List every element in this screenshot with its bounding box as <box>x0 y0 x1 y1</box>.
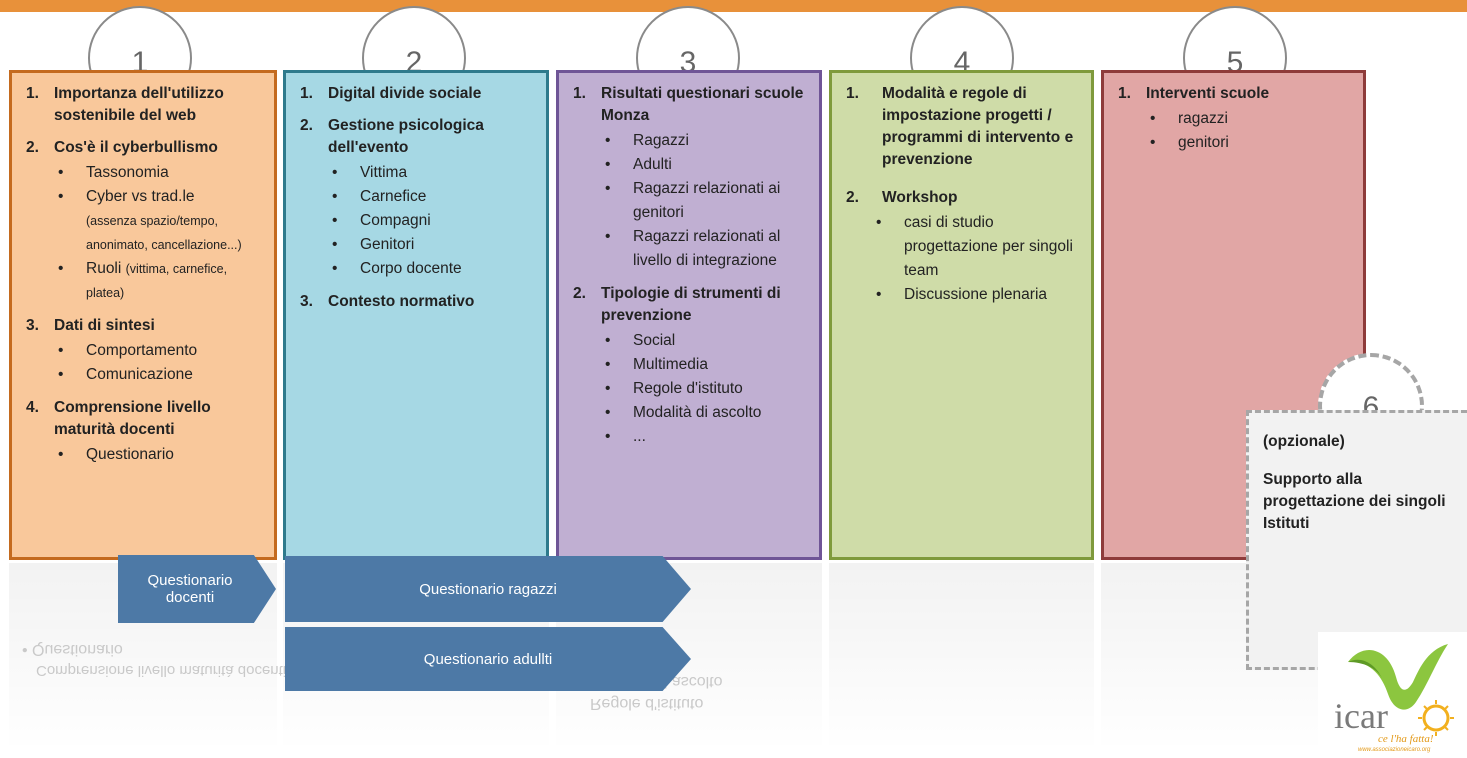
list-item: •Carnefice <box>332 188 427 205</box>
list-item: •Genitori <box>332 236 415 253</box>
list-item: •... <box>605 428 646 445</box>
section-heading: 3.Dati di sintesi <box>26 317 155 334</box>
list-item: •Regole d'istituto <box>605 380 743 397</box>
optional-box: (opzionale) Supporto alla progettazione … <box>1246 410 1467 670</box>
list-item: •Compagni <box>332 212 431 229</box>
list-item: •Adulti <box>605 156 672 173</box>
list-item: •Comportamento <box>58 342 198 359</box>
column-1-box: 1.Importanza dell'utilizzo sostenibile d… <box>9 70 277 560</box>
list-item: •Tassonomia <box>58 164 169 181</box>
icaro-logo-graphic: icar ce l'ha fatta! www.associazioneicar… <box>1334 644 1454 753</box>
section-heading: 1.Interventi scuole <box>1118 85 1270 102</box>
bullet-list: •Ragazzi •Adulti •Ragazzi relazionati ai… <box>603 129 809 273</box>
section-heading: 2.Tipologie di strumenti di prevenzione <box>573 285 781 324</box>
list-item: •Ragazzi <box>605 132 689 149</box>
section-heading: 3.Contesto normativo <box>300 293 475 310</box>
arrow-questionario-docenti: Questionario docenti <box>118 555 276 623</box>
list-item: •Ragazzi relazionati ai genitori <box>605 180 781 221</box>
column-4-box: 1.Modalità e regole di impostazione prog… <box>829 70 1094 560</box>
item-note: (vittima, carnefice, platea) <box>86 262 228 300</box>
optional-label: (opzionale) <box>1263 433 1345 450</box>
section-heading: 1.Modalità e regole di impostazione prog… <box>846 85 1074 168</box>
list-item: •ragazzi <box>1150 110 1228 127</box>
section-heading: 1.Digital divide sociale <box>300 85 482 102</box>
icaro-logo: icar ce l'ha fatta! www.associazioneicar… <box>1318 632 1467 753</box>
list-item: •Comunicazione <box>58 366 193 383</box>
column-2-box: 1.Digital divide sociale 2.Gestione psic… <box>283 70 549 560</box>
bullet-list: •casi di studio progettazione per singol… <box>874 211 1081 307</box>
section-heading: 2.Gestione psicologica dell'evento <box>300 117 484 156</box>
bullet-list: •Comportamento •Comunicazione <box>56 339 264 387</box>
list-item: •genitori <box>1150 134 1229 151</box>
logo-url: www.associazioneicaro.org <box>1358 747 1431 753</box>
top-accent-bar <box>0 0 1467 12</box>
optional-text: Supporto alla progettazione dei singoli … <box>1263 471 1446 532</box>
logo-tagline: ce l'ha fatta! <box>1378 733 1434 745</box>
arrow-questionario-ragazzi: Questionario ragazzi <box>285 556 691 622</box>
arrow-questionario-adulti: Questionario adullti <box>285 627 691 691</box>
list-item: •Vittima <box>332 164 408 181</box>
bullet-list: •ragazzi •genitori <box>1148 107 1353 155</box>
list-item: •Modalità di ascolto <box>605 404 762 421</box>
bullet-list: •Questionario <box>56 443 264 467</box>
list-item: •Questionario <box>58 446 174 463</box>
reflected-text: Regole d'istituto <box>590 695 704 712</box>
section-heading: 2.Cos'è il cyberbullismo <box>26 139 218 156</box>
section-heading: 4.Comprensione livello maturità docenti <box>26 399 211 438</box>
section-heading: 2.Workshop <box>846 189 958 206</box>
bullet-list: •Tassonomia •Cyber vs trad.le(assenza sp… <box>56 161 264 305</box>
list-item: •Cyber vs trad.le(assenza spazio/tempo, … <box>58 188 242 252</box>
column-3-box: 1.Risultati questionari scuole Monza •Ra… <box>556 70 822 560</box>
reflected-text: Comprensione livello maturità docenti <box>36 662 287 679</box>
bullet-list: •Vittima •Carnefice •Compagni •Genitori … <box>330 161 536 281</box>
list-item: •casi di studio progettazione per singol… <box>876 214 1073 279</box>
list-item: •Social <box>605 332 676 349</box>
reflected-text: • Questionario <box>22 641 123 658</box>
list-item: •Multimedia <box>605 356 708 373</box>
list-item: •Ragazzi relazionati al livello di integ… <box>605 228 781 269</box>
section-heading: 1.Risultati questionari scuole Monza <box>573 85 804 124</box>
bullet-list: •Social •Multimedia •Regole d'istituto •… <box>603 329 809 449</box>
list-item: •Corpo docente <box>332 260 462 277</box>
list-item: •Discussione plenaria <box>876 286 1048 303</box>
section-heading: 1.Importanza dell'utilizzo sostenibile d… <box>26 85 224 124</box>
column-reflection <box>829 563 1094 753</box>
svg-text:icar: icar <box>1334 696 1388 736</box>
list-item: •Ruoli (vittima, carnefice, platea) <box>58 260 228 300</box>
item-note: (assenza spazio/tempo, anonimato, cancel… <box>86 214 242 252</box>
